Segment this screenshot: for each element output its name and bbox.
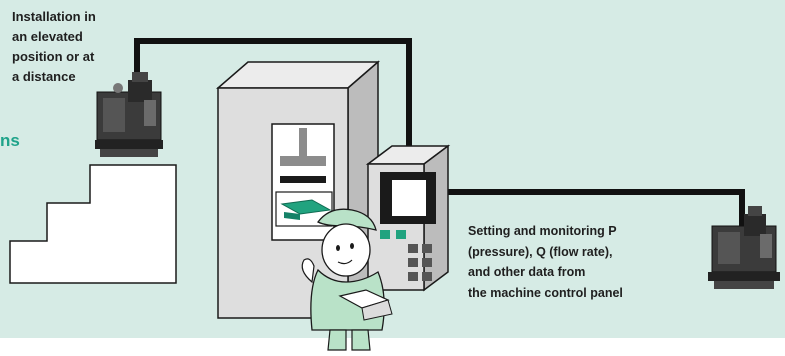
control-panel-annotation: Setting and monitoring P (pressure), Q (… <box>468 221 688 303</box>
control-panel-icon <box>368 146 448 290</box>
hydraulic-unit-right-icon <box>708 206 780 289</box>
heading-fragment: ns <box>0 131 20 151</box>
installation-annotation: Installation in an elevated position or … <box>12 7 152 87</box>
press-machine-icon <box>218 62 378 318</box>
staircase <box>10 165 176 283</box>
